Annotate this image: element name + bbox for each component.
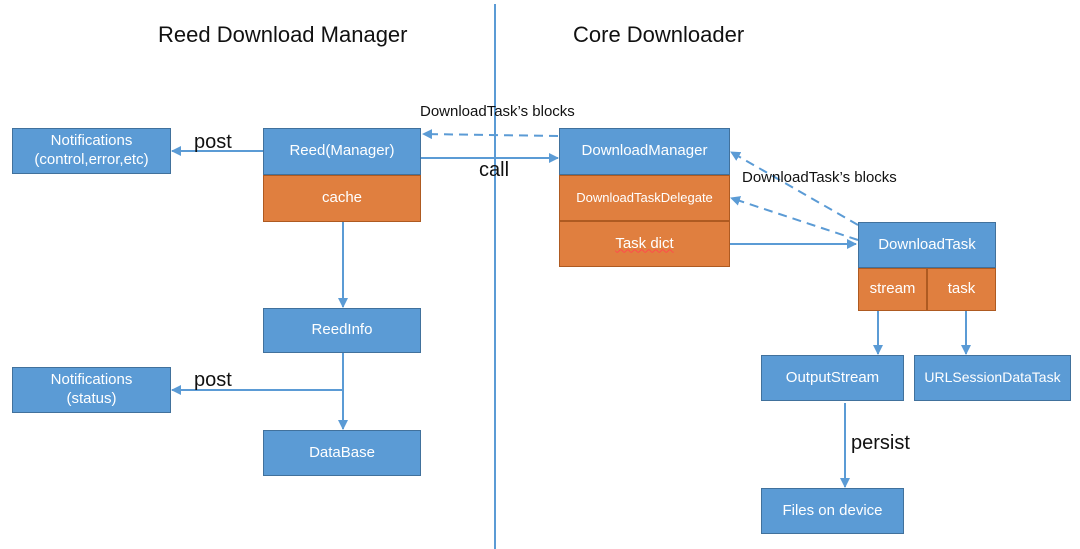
left-heading: Reed Download Manager bbox=[158, 22, 408, 47]
arrow-blocks-to-delegate bbox=[730, 196, 859, 241]
output-stream-box: OutputStream bbox=[761, 355, 904, 401]
post-control-label: post bbox=[194, 131, 232, 153]
download-task-delegate-box: DownloadTaskDelegate bbox=[559, 175, 730, 221]
call-label: call bbox=[479, 159, 510, 181]
persist-label: persist bbox=[851, 432, 910, 454]
url-session-data-task-box: URLSessionDataTask bbox=[914, 355, 1071, 401]
cache-box: cache bbox=[263, 175, 421, 222]
reedinfo-box: ReedInfo bbox=[263, 308, 421, 353]
task-dict-label: Task dict bbox=[615, 234, 674, 252]
reed-manager-box: Reed(Manager) bbox=[263, 128, 421, 175]
files-on-device-box: Files on device bbox=[761, 488, 904, 534]
arrow-blocks-to-reed bbox=[422, 129, 559, 140]
task-dict-box: Task dict bbox=[559, 221, 730, 267]
blocks-top-label: DownloadTask’s blocks bbox=[420, 103, 575, 120]
download-manager-box: DownloadManager bbox=[559, 128, 730, 175]
stream-box: stream bbox=[858, 268, 927, 311]
notifications-status-box: Notifications (status) bbox=[12, 367, 171, 413]
task-box: task bbox=[927, 268, 996, 311]
right-heading: Core Downloader bbox=[573, 22, 745, 47]
download-task-box: DownloadTask bbox=[858, 222, 996, 268]
notifications-control-box: Notifications (control,error,etc) bbox=[12, 128, 171, 174]
arrow-blocks-to-downloadmanager bbox=[730, 151, 859, 226]
database-box: DataBase bbox=[263, 430, 421, 476]
post-status-label: post bbox=[194, 369, 232, 391]
blocks-right-label: DownloadTask’s blocks bbox=[742, 169, 897, 186]
